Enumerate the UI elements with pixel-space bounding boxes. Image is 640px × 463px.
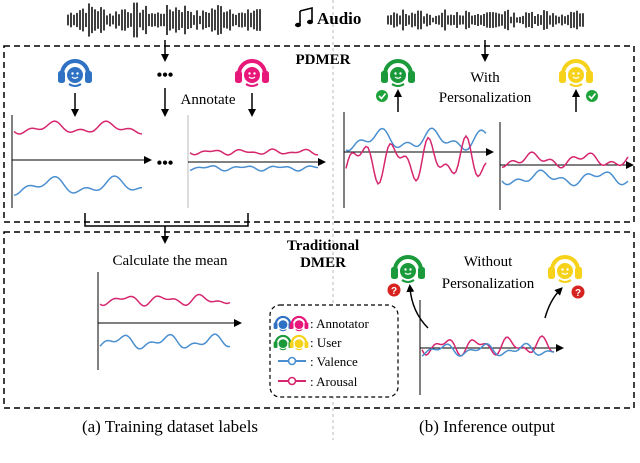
legend-valence-label: : Valence <box>310 354 358 369</box>
check-badge-green-icon <box>376 90 388 102</box>
svg-text:?: ? <box>391 286 397 297</box>
question-badge-yellow-icon: ? <box>571 285 585 299</box>
plot-annotator-2-arousal-curve <box>189 148 319 156</box>
annotator-headphone-blue-icon <box>58 59 92 87</box>
plot-annotator-2-valence-curve <box>189 165 319 172</box>
plot-mean-arousal-curve <box>99 293 231 307</box>
plot-annotator-1-axes <box>11 115 152 208</box>
with-personalization-line2: Personalization <box>439 90 532 106</box>
plot-user-green-valence-curve <box>345 127 487 152</box>
legend-annotator-label: : Annotator <box>310 316 370 331</box>
plot-user-yellow-valence-curve <box>501 169 629 187</box>
plot-annotator-2-axes <box>187 115 326 208</box>
svg-text:?: ? <box>575 288 581 299</box>
plot-user-green-arousal-curve <box>345 134 487 185</box>
plot-inference-traditional-arousal-curve <box>421 335 555 357</box>
plot-mean-axes <box>97 272 242 370</box>
legend-valence-swatch <box>278 356 306 366</box>
check-badge-yellow-icon <box>586 90 598 102</box>
audio-waveform-right <box>387 9 584 31</box>
curved-arrow-yellow <box>544 287 563 319</box>
ellipsis-middle: ••• <box>157 155 174 172</box>
plot-annotator-1-arousal-curve <box>13 120 143 135</box>
legend-user-green-icon <box>273 334 293 351</box>
pdmer-section-box <box>3 45 635 223</box>
user-headphone-green-icon <box>381 59 415 87</box>
legend-annotator-pink-icon <box>289 315 309 332</box>
legend-arousal-swatch <box>278 376 306 386</box>
caption-right: (b) Inference output <box>419 417 555 436</box>
annotator-headphone-pink-icon <box>235 59 269 87</box>
traditional-title-line2: DMER <box>300 255 346 271</box>
curved-arrow-green <box>406 284 429 329</box>
mean-bracket <box>84 213 249 227</box>
user-headphone-yellow-icon-traditional <box>548 255 582 283</box>
legend-user-yellow-icon <box>289 334 309 351</box>
without-personalization-line2: Personalization <box>442 276 535 292</box>
music-note-icon <box>295 6 313 28</box>
plot-mean-valence-curve <box>99 333 231 350</box>
user-headphone-green-icon-traditional <box>391 255 425 283</box>
audio-label: Audio <box>317 9 361 28</box>
legend <box>269 304 399 398</box>
pdmer-title: PDMER <box>296 52 351 68</box>
without-personalization-line1: Without <box>464 254 513 270</box>
traditional-title-line1: Traditional <box>287 238 359 254</box>
legend-user-label: : User <box>310 335 342 350</box>
legend-arousal-label: : Arousal <box>310 374 358 389</box>
plot-inference-traditional-valence-curve <box>421 342 555 357</box>
plot-annotator-1-valence-curve <box>13 175 143 196</box>
plot-user-green-axes <box>343 112 494 208</box>
question-badge-green-icon: ? <box>387 283 401 297</box>
audio-waveform-left <box>67 2 261 38</box>
ellipsis-top: ••• <box>157 67 174 84</box>
calculate-mean-label: Calculate the mean <box>113 253 228 269</box>
traditional-section-box <box>3 231 635 409</box>
caption-left: (a) Training dataset labels <box>82 417 258 436</box>
annotate-label: Annotate <box>181 92 236 108</box>
plot-user-yellow-arousal-curve <box>501 151 629 169</box>
user-headphone-yellow-icon <box>559 59 593 87</box>
with-personalization-line1: With <box>470 70 500 86</box>
